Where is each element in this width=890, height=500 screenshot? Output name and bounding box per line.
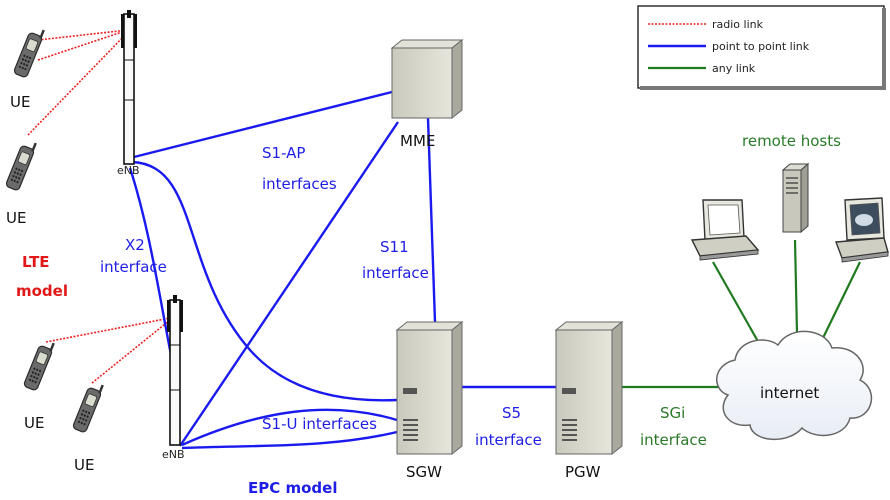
- sgw-label: SGW: [406, 463, 442, 481]
- ue-phone-icon: [22, 342, 56, 392]
- internet-cloud-icon: [716, 330, 873, 441]
- ue-label: UE: [74, 456, 94, 474]
- ue-label: UE: [6, 209, 26, 227]
- sgi-interface-label: SGi: [660, 404, 685, 422]
- laptop-icon: [690, 199, 760, 261]
- enb-label: eNB: [162, 448, 185, 461]
- s11-interface-label: interface: [362, 264, 429, 282]
- lte-model-label: LTE: [22, 253, 50, 271]
- sgw-server-icon: [395, 320, 464, 456]
- server-tower-icon: [781, 162, 810, 234]
- s1ap-interface-label: S1-AP: [262, 144, 305, 162]
- ue-phone-icon: [12, 29, 46, 79]
- mme-server-icon: [390, 38, 464, 120]
- s11-interface-label: S11: [380, 238, 409, 256]
- lte-model-label: model: [16, 282, 68, 300]
- legend-p2p-label: point to point link: [712, 40, 810, 53]
- any-links: [622, 239, 861, 389]
- s5-interface-label: interface: [475, 431, 542, 449]
- mme-label: MME: [400, 132, 435, 150]
- s5-interface-label: S5: [502, 404, 521, 422]
- ue-label: UE: [10, 93, 30, 111]
- internet-label: internet: [760, 384, 819, 402]
- radio-links: [27, 29, 171, 384]
- s1ap-interface-label: interfaces: [262, 175, 337, 193]
- laptop-icon: [835, 197, 889, 263]
- x2-interface-label: X2: [125, 236, 145, 254]
- legend-radio-label: radio link: [712, 18, 764, 31]
- remote-hosts-label: remote hosts: [742, 132, 841, 150]
- enb-tower-icon: [121, 10, 137, 165]
- legend: radio link point to point link any link: [637, 5, 886, 90]
- ue-phone-icon: [71, 384, 105, 434]
- x2-interface-label: interface: [100, 258, 167, 276]
- enb-tower-icon: [167, 295, 183, 446]
- ue-label: UE: [24, 414, 44, 432]
- s1u-interface-label: S1-U interfaces: [262, 415, 377, 433]
- p2p-links: [128, 90, 556, 450]
- ue-phone-icon: [4, 142, 38, 192]
- enb-label: eNB: [117, 164, 140, 177]
- epc-model-label: EPC model: [248, 479, 337, 497]
- legend-any-label: any link: [712, 62, 756, 75]
- pgw-label: PGW: [565, 463, 601, 481]
- pgw-server-icon: [554, 320, 624, 456]
- sgi-interface-label: interface: [640, 431, 707, 449]
